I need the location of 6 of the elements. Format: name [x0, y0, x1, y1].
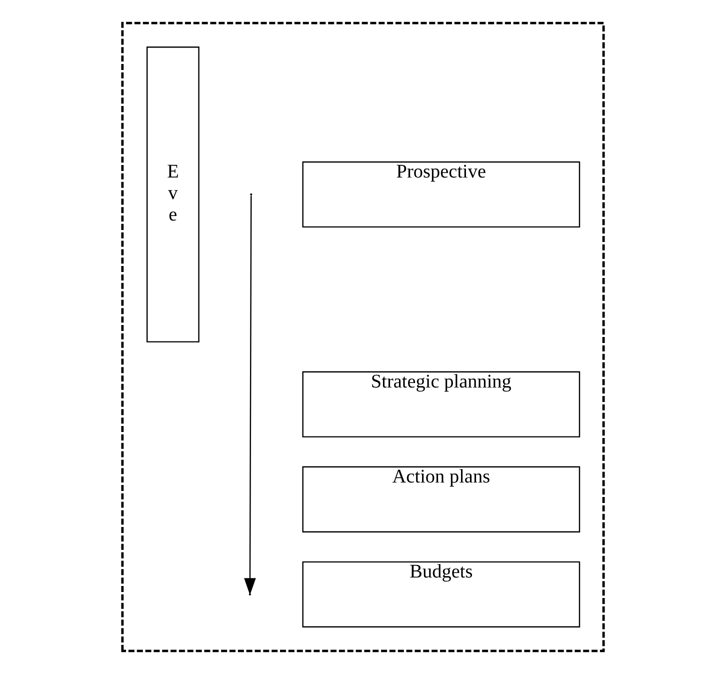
node-box: Action plans [302, 466, 580, 532]
cluster [120, 22, 604, 652]
node-box: E v e [146, 46, 199, 342]
node-box: Strategic planning [302, 371, 580, 438]
node-box: Prospective [302, 161, 580, 228]
node-box: Budgets [302, 561, 580, 628]
